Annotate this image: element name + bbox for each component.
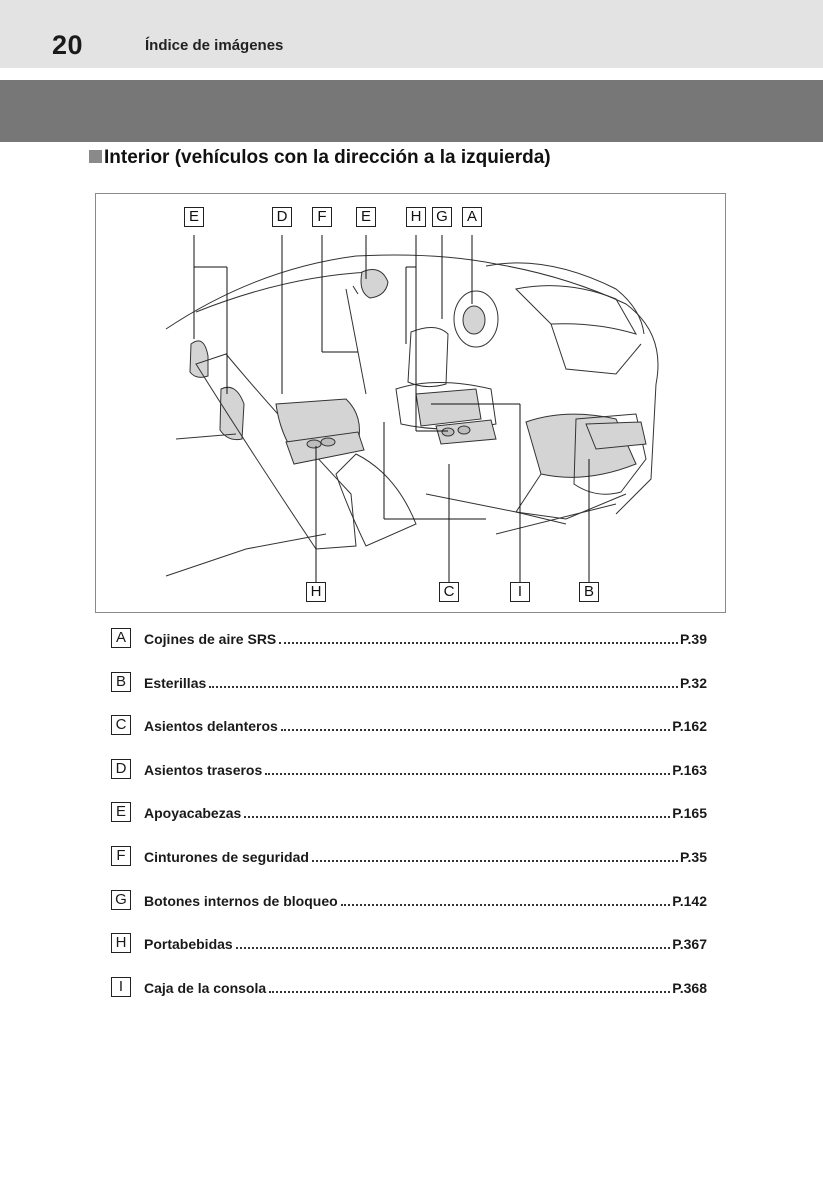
page-reference[interactable]: P.165 — [672, 805, 707, 822]
legend-key: F — [111, 845, 131, 866]
legend-label: Asientos delanteros — [144, 718, 278, 735]
page-reference[interactable]: P.39 — [680, 631, 707, 647]
legend-label: Caja de la consola — [144, 979, 267, 996]
page-reference[interactable]: P.162 — [672, 718, 707, 735]
page-reference[interactable]: P.32 — [680, 674, 707, 691]
dot-leader — [311, 845, 678, 862]
legend-label: Apoyacabezas — [144, 805, 242, 822]
callout-leaders — [193, 235, 590, 582]
callout-c: C — [439, 582, 459, 602]
legend-key: D — [111, 758, 131, 779]
legend-key: G — [111, 889, 131, 910]
dot-leader — [269, 976, 671, 993]
page-number: 20 — [52, 30, 84, 60]
dot-leader — [265, 758, 671, 775]
legend-label: Asientos traseros — [144, 761, 263, 778]
running-title: Índice de imágenes — [145, 37, 284, 54]
callout-e-left: E — [184, 207, 204, 227]
legend-key: E — [111, 802, 131, 823]
legend-item[interactable]: B Esterillas P.32 — [111, 671, 707, 715]
car-outline — [165, 254, 659, 577]
callout-g: G — [432, 207, 452, 227]
heading-square-icon — [89, 150, 102, 163]
callout-f: F — [312, 207, 332, 227]
page-reference[interactable]: P.367 — [672, 936, 707, 953]
dot-leader — [280, 714, 671, 732]
section-heading: Interior (vehículos con la dirección a l… — [89, 147, 551, 169]
legend-item[interactable]: D Asientos traseros P.163 — [111, 758, 707, 802]
legend-item[interactable]: F Cinturones de seguridad P.35 — [111, 845, 707, 889]
legend-key: H — [111, 933, 131, 954]
page-reference[interactable]: P.142 — [672, 892, 707, 909]
legend-label: Cinturones de seguridad — [144, 848, 309, 865]
legend-key: I — [111, 976, 131, 997]
car-interior-illustration — [165, 235, 659, 582]
callout-e-right: E — [356, 207, 376, 227]
legend-label: Portabebidas — [144, 936, 233, 953]
legend-key: B — [111, 671, 131, 692]
callout-h-bottom: H — [306, 582, 326, 602]
page-reference[interactable]: P.35 — [680, 848, 707, 865]
callout-i: I — [510, 582, 530, 602]
callout-h-top: H — [406, 207, 426, 227]
dot-leader — [244, 801, 671, 819]
dot-leader — [279, 627, 678, 644]
page-reference[interactable]: P.163 — [672, 761, 707, 778]
dot-leader — [209, 671, 678, 688]
legend-item[interactable]: H Portabebidas P.367 — [111, 932, 707, 976]
legend-key: A — [111, 628, 131, 648]
legend-item[interactable]: I Caja de la consola P.368 — [111, 976, 707, 1020]
section-title: Interior (vehículos con la dirección a l… — [104, 147, 551, 168]
legend-label: Cojines de aire SRS — [144, 631, 277, 647]
legend-list: A Cojines de aire SRS P.39 B Esterillas … — [111, 627, 707, 1019]
dot-leader — [340, 889, 671, 906]
section-band — [0, 80, 823, 142]
legend-item[interactable]: C Asientos delanteros P.162 — [111, 714, 707, 758]
legend-item[interactable]: E Apoyacabezas P.165 — [111, 801, 707, 845]
legend-key: C — [111, 715, 131, 736]
callout-a: A — [462, 207, 482, 227]
legend-item[interactable]: G Botones internos de bloqueo P.142 — [111, 889, 707, 933]
page-reference[interactable]: P.368 — [672, 979, 707, 996]
header-band — [0, 0, 823, 68]
interior-figure: E D F E H G A H C I B — [95, 193, 726, 613]
callout-b: B — [579, 582, 599, 602]
legend-label: Esterillas — [144, 674, 207, 691]
legend-item[interactable]: A Cojines de aire SRS P.39 — [111, 627, 707, 671]
callout-d: D — [272, 207, 292, 227]
legend-label: Botones internos de bloqueo — [144, 892, 338, 909]
dot-leader — [235, 932, 671, 950]
